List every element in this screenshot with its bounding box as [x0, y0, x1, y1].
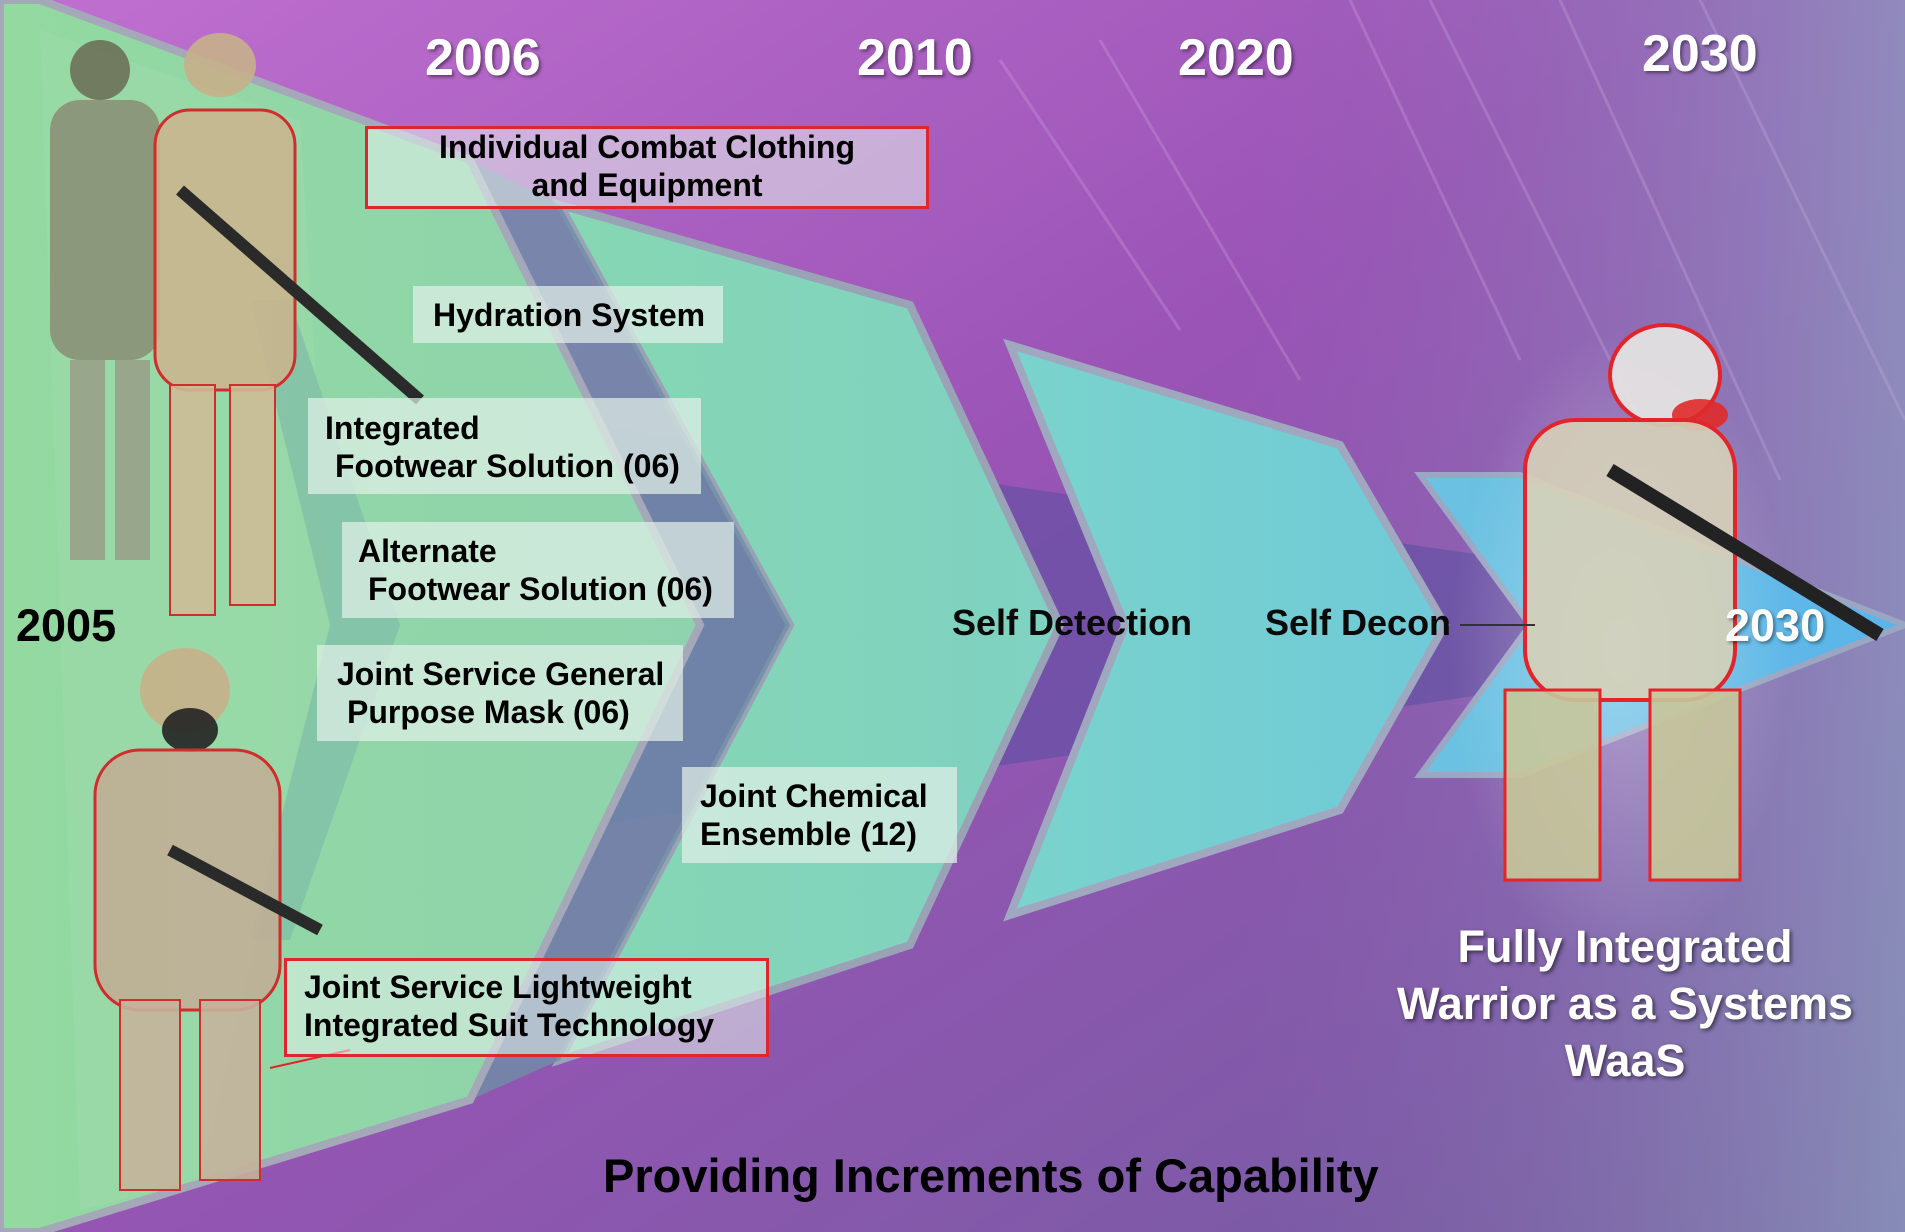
- integrated-footwear-label: Integrated Footwear Solution (06): [325, 410, 680, 484]
- clothing-label: Individual Combat Clothing and Equipment: [439, 129, 855, 203]
- hydration-label: Hydration System: [433, 297, 706, 333]
- alternate-footwear-label: Alternate Footwear Solution (06): [358, 533, 713, 607]
- year-2006: 2006: [425, 29, 541, 87]
- alternate-footwear-box: [342, 522, 734, 618]
- waas-title: Fully Integrated Warrior as a Systems Wa…: [1396, 921, 1854, 1086]
- chemical-label: Joint Chemical Ensemble (12): [700, 778, 928, 852]
- jslist-box: [284, 958, 769, 1057]
- year-2030: 2030: [1642, 25, 1758, 83]
- year-2010: 2010: [857, 29, 973, 87]
- year-2030-arrow-label: 2030: [1725, 600, 1826, 651]
- jslist-label: Joint Service Lightweight Integrated Sui…: [304, 969, 715, 1043]
- integrated-footwear-box: [308, 398, 701, 494]
- year-2005-label: 2005: [16, 600, 117, 651]
- year-2020: 2020: [1178, 29, 1294, 87]
- hydration-box: [413, 286, 723, 343]
- mask-label: Joint Service General Purpose Mask (06): [337, 656, 665, 730]
- mask-box: [317, 645, 683, 741]
- chemical-box: [682, 767, 957, 863]
- footer-title: Providing Increments of Capability: [603, 1149, 1379, 1202]
- soldier-silhouettes: [50, 33, 1884, 1191]
- clothing-box: [365, 126, 929, 209]
- self-detection-label: Self Detection: [952, 602, 1193, 643]
- self-decon-label: Self Decon: [1265, 602, 1452, 643]
